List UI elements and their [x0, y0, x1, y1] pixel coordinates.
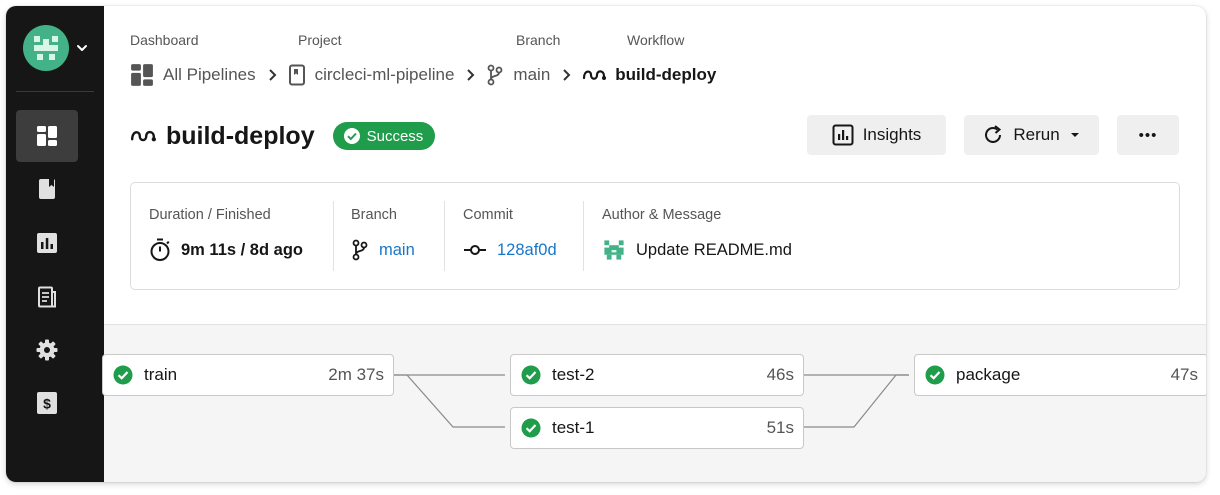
sidebar-item-settings[interactable]: [16, 324, 78, 376]
success-icon: [925, 365, 945, 385]
status-badge-label: Success: [366, 127, 424, 145]
chevron-right-icon: [465, 68, 475, 82]
chevron-down-icon: [75, 41, 89, 55]
breadcrumb-branch[interactable]: main: [486, 64, 550, 86]
card-divider: [333, 201, 334, 271]
org-switcher[interactable]: [23, 25, 89, 71]
chevron-right-icon: [561, 68, 571, 82]
status-badge: Success: [332, 122, 436, 150]
success-icon: [521, 418, 541, 438]
job-duration: 46s: [766, 365, 794, 384]
breadcrumb-all-pipelines[interactable]: All Pipelines: [130, 63, 256, 87]
sidebar-item-billing[interactable]: $: [16, 377, 78, 429]
dashboard-icon: [131, 64, 153, 86]
breadcrumb-label-branch: Branch: [516, 32, 561, 48]
job-name: package: [956, 365, 1021, 384]
breadcrumb-workflow: build-deploy: [582, 65, 716, 85]
billing-icon: $: [37, 392, 57, 414]
stopwatch-icon: [150, 238, 170, 261]
author-value-row: Update README.md: [602, 238, 792, 262]
chevron-right-icon: [267, 68, 277, 82]
dashboard-icon: [37, 126, 57, 146]
rerun-button-label: Rerun: [1013, 125, 1060, 144]
rerun-button[interactable]: Rerun: [964, 115, 1099, 155]
commit-link[interactable]: 128af0d: [497, 240, 557, 259]
commit-icon: [464, 245, 486, 255]
job-test-1[interactable]: test-1 51s: [510, 407, 804, 449]
success-icon: [521, 365, 541, 385]
card-divider: [583, 201, 584, 271]
job-duration: 51s: [766, 418, 794, 437]
job-test-2[interactable]: test-2 46s: [510, 354, 804, 396]
workflow-icon: [583, 70, 607, 80]
rerun-icon: [985, 125, 1002, 143]
sidebar-item-projects[interactable]: [16, 163, 78, 215]
job-name: test-2: [552, 365, 595, 384]
breadcrumb-label-project: Project: [298, 32, 342, 48]
check-circle-icon: [343, 128, 360, 144]
breadcrumb-workflow-label: build-deploy: [615, 65, 717, 84]
breadcrumb-label-workflow: Workflow: [627, 32, 685, 48]
caret-down-icon: [1070, 133, 1079, 137]
settings-icon: [36, 339, 58, 361]
insights-button[interactable]: Insights: [807, 115, 946, 155]
success-icon: [113, 365, 133, 385]
pixel-avatar-icon: [31, 33, 61, 63]
page-title: build-deploy: [166, 121, 315, 150]
branch-label: Branch: [351, 207, 397, 223]
breadcrumb-branch-label: main: [513, 65, 551, 84]
sidebar-divider: [16, 91, 94, 92]
breadcrumb-project-label: circleci-ml-pipeline: [314, 65, 455, 84]
sidebar: $: [6, 6, 104, 482]
job-connectors: [394, 374, 909, 428]
job-package[interactable]: package 47s: [914, 354, 1206, 396]
insights-icon: [832, 124, 854, 146]
duration-label: Duration / Finished: [149, 207, 271, 223]
insights-icon: [37, 233, 57, 253]
job-duration: 47s: [1170, 365, 1198, 384]
commit-message: Update README.md: [636, 240, 792, 259]
insights-button-label: Insights: [862, 125, 922, 144]
author-label: Author & Message: [602, 207, 722, 223]
branch-icon: [488, 64, 503, 86]
breadcrumb-label-dashboard: Dashboard: [130, 32, 199, 48]
workflow-summary-card: Duration / Finished 9m 11s / 8d ago Bran…: [130, 182, 1180, 290]
docs-icon: [38, 286, 56, 308]
duration-value-row: 9m 11s / 8d ago: [149, 238, 303, 262]
projects-icon: [39, 179, 55, 199]
card-divider: [444, 201, 445, 271]
job-name: train: [144, 365, 178, 384]
duration-value: 9m 11s / 8d ago: [181, 240, 303, 259]
org-avatar: [23, 25, 69, 71]
workflow-graph: train 2m 37s test-2 46s test-1 51s packa…: [102, 324, 1206, 482]
job-duration: 2m 37s: [328, 365, 384, 384]
job-train[interactable]: train 2m 37s: [102, 354, 394, 396]
app-window: $ Dashboard Project Branch Workflow All …: [6, 6, 1206, 482]
sidebar-item-insights[interactable]: [16, 217, 78, 269]
workflow-header: build-deploy Success: [130, 118, 436, 154]
branch-icon: [352, 239, 368, 261]
branch-link[interactable]: main: [379, 240, 415, 259]
commit-value-row: 128af0d: [463, 238, 557, 262]
repo-icon: [288, 64, 305, 86]
job-name: test-1: [552, 418, 595, 437]
more-options-button[interactable]: •••: [1117, 115, 1179, 155]
commit-label: Commit: [463, 207, 513, 223]
author-avatar-icon: [604, 240, 624, 260]
breadcrumb-all-pipelines-label: All Pipelines: [163, 65, 256, 84]
workflow-icon: [130, 130, 156, 142]
sidebar-item-dashboard[interactable]: [16, 110, 78, 162]
breadcrumb-project[interactable]: circleci-ml-pipeline: [288, 64, 455, 86]
more-options-icon: •••: [1138, 126, 1158, 144]
branch-value-row: main: [351, 238, 415, 262]
breadcrumb: All Pipelines circleci-ml-pipeline main: [130, 63, 716, 87]
sidebar-item-docs[interactable]: [16, 271, 78, 323]
svg-text:$: $: [43, 396, 51, 412]
